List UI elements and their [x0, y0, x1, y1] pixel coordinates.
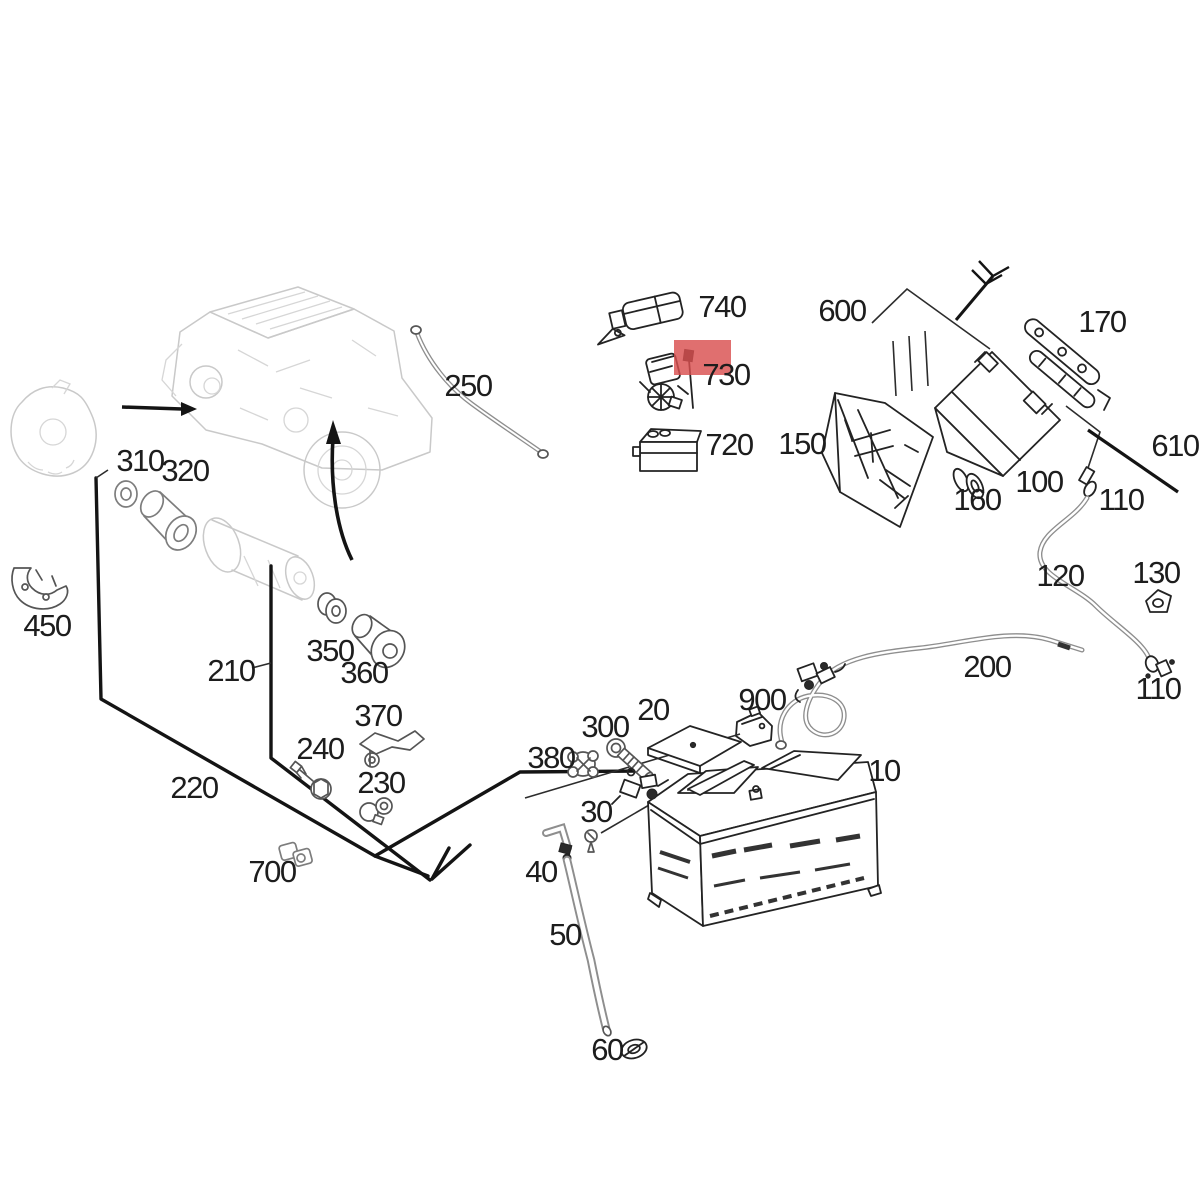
callout-110-upper: 110	[1099, 482, 1145, 517]
part-370-bracket	[359, 730, 425, 768]
callout-370: 370	[354, 698, 402, 733]
part-600-harness	[871, 260, 1010, 397]
callout-900: 900	[738, 682, 786, 717]
part-200-hose	[775, 633, 1085, 750]
part-110-fitting-lower	[1144, 655, 1175, 679]
callout-30: 30	[580, 794, 613, 829]
callout-240: 240	[296, 731, 344, 766]
callout-170: 170	[1078, 304, 1126, 339]
part-150-tray	[821, 392, 934, 528]
part-110-fitting-upper	[1078, 466, 1097, 498]
callout-380: 380	[527, 740, 575, 775]
callout-60: 60	[591, 1032, 624, 1067]
callout-300: 300	[581, 709, 629, 744]
callout-320: 320	[161, 453, 209, 488]
callout-350: 350	[306, 633, 354, 668]
part-10-battery	[647, 750, 882, 927]
part-250-hose	[410, 325, 549, 459]
callout-110-lower: 110	[1136, 671, 1182, 706]
part-20-cover-plate	[647, 725, 742, 774]
part-240-bolt	[289, 760, 332, 800]
part-350-washer	[317, 592, 347, 624]
callout-120: 120	[1036, 558, 1084, 593]
part-40-elbow	[542, 822, 573, 863]
part-380-nut	[567, 750, 599, 778]
callout-200: 200	[963, 649, 1011, 684]
callout-600: 600	[818, 293, 866, 328]
callout-100: 100	[1015, 464, 1063, 499]
part-230-nut	[359, 797, 393, 826]
callout-310: 310	[116, 443, 164, 478]
callout-20: 20	[637, 692, 670, 727]
callout-740: 740	[698, 289, 746, 324]
callout-450: 450	[23, 608, 71, 643]
starter-sketch	[202, 517, 316, 601]
callout-130: 130	[1132, 555, 1180, 590]
callout-250: 250	[444, 368, 492, 403]
connector-cluster-900-cable	[794, 662, 846, 703]
part-220-cable	[94, 469, 643, 882]
callout-220: 220	[170, 770, 218, 805]
callout-50: 50	[549, 917, 582, 952]
part-720-box	[632, 428, 702, 472]
fletched-arrow-icon	[954, 260, 1010, 321]
callout-730: 730	[702, 357, 750, 392]
callout-610: 610	[1151, 428, 1199, 463]
battery-terminal-clamp	[611, 767, 669, 805]
callout-labels: 740 730 720 600 170 610 150 100 160 110 …	[23, 289, 1200, 1067]
part-120-hose	[1037, 495, 1151, 659]
part-100-battery-box	[934, 351, 1101, 477]
callout-720: 720	[705, 427, 753, 462]
callout-700: 700	[248, 854, 296, 889]
callout-230: 230	[357, 765, 405, 800]
callout-160: 160	[953, 482, 1001, 517]
arrow-to-engine-icon	[121, 402, 197, 416]
callout-210: 210	[207, 653, 255, 688]
alternator-sketch	[10, 379, 97, 477]
part-50-vent-tube	[562, 855, 612, 1037]
highlight-box-730	[674, 340, 731, 375]
callout-360: 360	[340, 655, 388, 690]
part-30-screw	[584, 800, 657, 853]
part-610-rod	[1087, 428, 1179, 494]
part-320-bushing	[139, 490, 198, 551]
part-740-relay	[597, 291, 684, 346]
part-310-nut	[114, 480, 138, 508]
part-170-bracket	[1024, 318, 1111, 411]
part-60-cap	[620, 1038, 648, 1060]
lead-line-210	[251, 662, 272, 669]
part-160-grommet	[952, 467, 985, 500]
part-130-clip	[1145, 589, 1172, 613]
part-360-bushing	[351, 613, 406, 669]
callout-150: 150	[778, 426, 826, 461]
callout-10: 10	[868, 753, 901, 788]
callout-40: 40	[525, 854, 558, 889]
part-700-connector	[278, 841, 313, 867]
curved-arrow-icon	[326, 420, 354, 561]
part-450-bracket	[11, 567, 69, 610]
